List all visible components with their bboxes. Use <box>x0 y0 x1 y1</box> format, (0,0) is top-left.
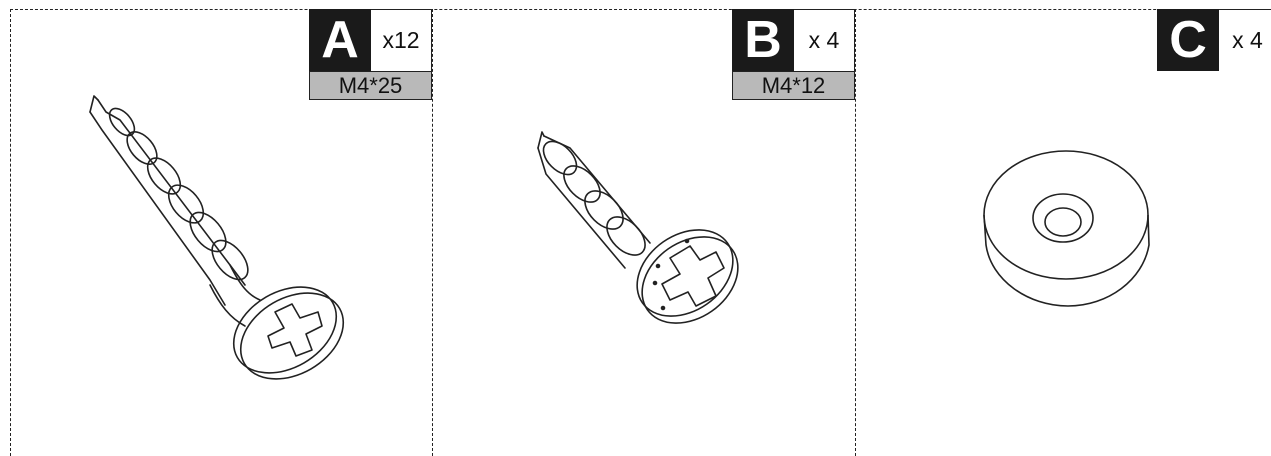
part-b-letter: B <box>732 9 794 71</box>
part-b-quantity: x 4 <box>794 9 855 71</box>
part-c-quantity: x 4 <box>1219 9 1271 71</box>
divider-a-b <box>432 9 433 456</box>
top-dashed-border <box>10 9 1271 10</box>
screw-a-icon <box>89 95 345 380</box>
part-a-letter: A <box>309 9 371 71</box>
part-c-badge: C x 4 <box>1157 9 1271 71</box>
part-a-size: M4*25 <box>309 71 432 100</box>
part-a-quantity: x12 <box>371 9 432 71</box>
screw-b-icon <box>537 131 739 324</box>
part-b-size: M4*12 <box>732 71 855 100</box>
divider-b-c <box>855 9 856 456</box>
part-c-letter: C <box>1157 9 1219 71</box>
part-b-badge: B x 4 <box>732 9 855 71</box>
part-a-badge: A x12 <box>309 9 432 71</box>
left-dashed-border <box>10 9 11 456</box>
washer-c-icon <box>983 150 1150 307</box>
